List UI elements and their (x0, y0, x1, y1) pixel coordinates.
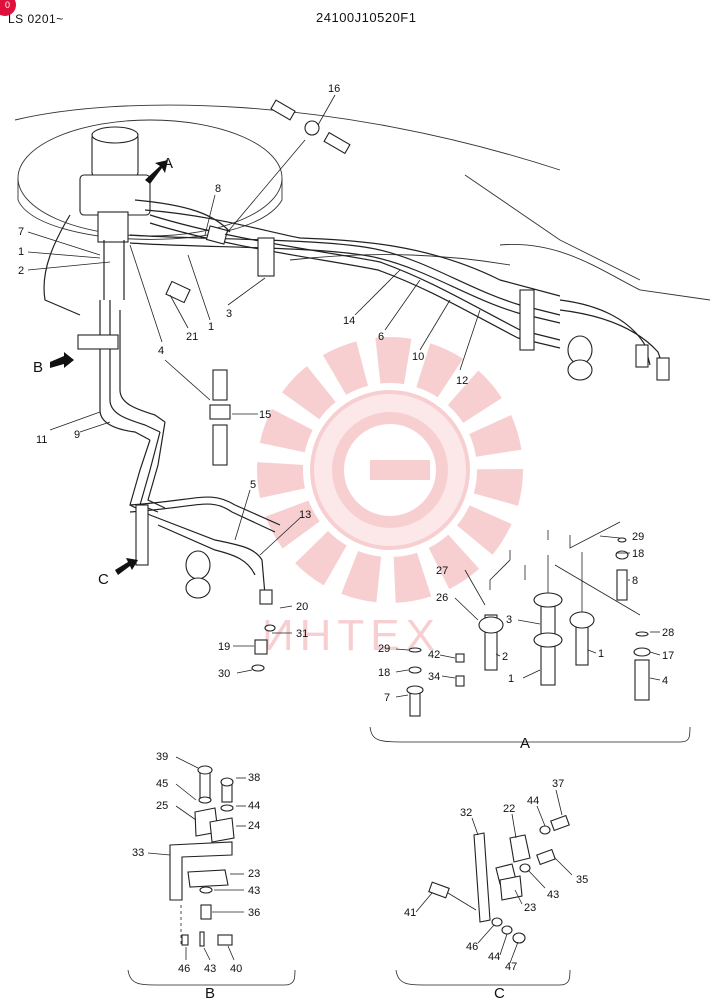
callout: 43 (248, 885, 260, 897)
view-label-b: B (33, 359, 43, 376)
callout: 8 (215, 183, 221, 195)
callout: 3 (226, 308, 232, 320)
callout: 23 (248, 868, 260, 880)
header-model-range: LS 0201~ (8, 12, 64, 26)
callout: 24 (248, 820, 260, 832)
callout: 4 (158, 345, 164, 357)
callout: 44 (488, 951, 500, 963)
callout: 1 (508, 673, 514, 685)
view-label-a: A (163, 155, 173, 172)
callout: 23 (524, 902, 536, 914)
detail-a: 29 18 8 27 26 3 28 29 42 2 17 1 18 34 1 … (369, 521, 691, 752)
callout: 3 (506, 614, 512, 626)
callout: 35 (576, 874, 588, 886)
callout: 43 (547, 889, 559, 901)
callout: 14 (343, 315, 355, 327)
watermark-text: ИНТЕХ (262, 611, 441, 660)
callout: 43 (204, 963, 216, 975)
callout: 32 (460, 807, 472, 819)
callout: 46 (178, 963, 190, 975)
callout: 11 (36, 434, 47, 446)
callout: 21 (186, 331, 198, 343)
callout: 30 (218, 668, 230, 680)
callout: 16 (328, 83, 340, 95)
callout: 33 (132, 847, 144, 859)
callout: 2 (18, 265, 24, 277)
callout: 26 (436, 592, 448, 604)
view-label-c: C (98, 571, 109, 588)
callout: 1 (598, 648, 604, 660)
detail-c: 37 32 22 44 43 35 41 23 46 44 47 C (395, 778, 588, 1000)
callout: 41 (404, 907, 416, 919)
callout: 45 (156, 778, 168, 790)
main-callouts: 16 8 7 1 2 21 1 3 4 14 6 10 12 15 11 9 5… (18, 83, 468, 680)
callout: 46 (466, 941, 478, 953)
callout: 36 (248, 907, 260, 919)
callout: 25 (156, 800, 168, 812)
view-label-b-detail: B (205, 985, 215, 1000)
callout: 5 (250, 479, 256, 491)
callout: 12 (456, 375, 468, 387)
header-part-number: 24100J10520F1 (316, 10, 417, 25)
callout: 40 (230, 963, 242, 975)
callout: 4 (662, 675, 668, 687)
callout: 29 (632, 531, 644, 543)
callout: 27 (436, 565, 448, 577)
callout: 13 (299, 509, 311, 521)
watermark-gear-icon: ИНТЕХ (257, 337, 523, 660)
callout: 15 (259, 409, 271, 421)
callout: 19 (218, 641, 230, 653)
callout: 7 (384, 692, 390, 704)
view-label-c-detail: C (494, 985, 505, 1000)
callout: 22 (503, 803, 515, 815)
callout: 1 (208, 321, 214, 333)
callout: 18 (378, 667, 390, 679)
callout: 28 (662, 627, 674, 639)
callout: 18 (632, 548, 644, 560)
callout: 39 (156, 751, 168, 763)
callout: 47 (505, 961, 517, 973)
callout: 2 (502, 651, 508, 663)
fittings (164, 99, 670, 672)
view-label-a-detail: A (520, 735, 530, 752)
callout: 44 (527, 795, 539, 807)
callout: 44 (248, 800, 260, 812)
machine-outline (14, 104, 711, 301)
main-callout-leaders (27, 94, 481, 674)
callout: 31 (296, 628, 308, 640)
callout: 29 (378, 643, 390, 655)
callout: 34 (428, 671, 440, 683)
pipe-clamps (77, 225, 593, 599)
callout: 1 (18, 246, 24, 258)
callout: 6 (378, 331, 384, 343)
callout: 42 (428, 649, 440, 661)
callout: 37 (552, 778, 564, 790)
swivel-joint (79, 126, 151, 300)
callout: 9 (74, 429, 80, 441)
callout: 10 (412, 351, 424, 363)
callout: 38 (248, 772, 260, 784)
callout: 17 (662, 650, 674, 662)
callout: 20 (296, 601, 308, 613)
callout: 7 (18, 226, 24, 238)
detail-b: 39 38 45 44 25 24 33 23 43 36 46 43 40 B (127, 751, 296, 1000)
corner-badge-icon: 0 (0, 0, 16, 16)
callout: 8 (632, 575, 638, 587)
view-arrows (50, 160, 168, 575)
